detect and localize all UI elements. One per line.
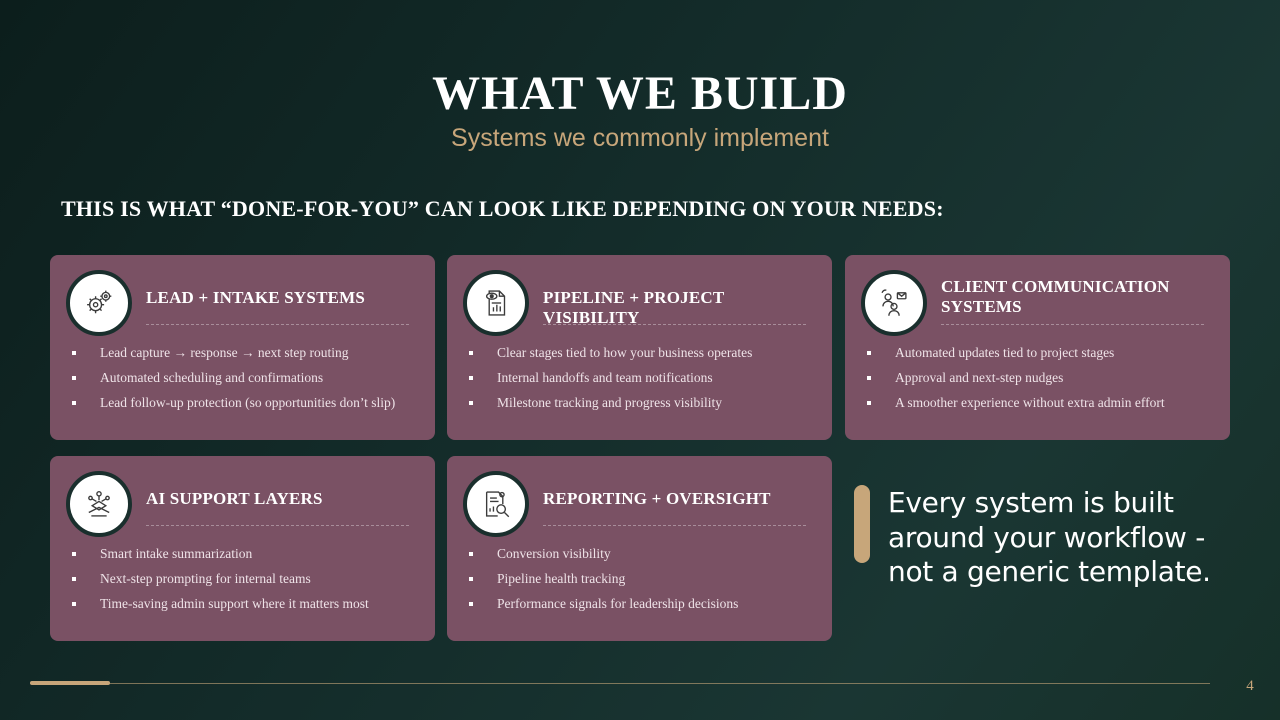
card-divider bbox=[941, 324, 1204, 325]
list-item: Performance signals for leadership decis… bbox=[467, 594, 738, 619]
footer-accent-bar bbox=[30, 681, 110, 685]
card-divider bbox=[146, 324, 409, 325]
list-item: Lead capture → response → next step rout… bbox=[70, 343, 395, 368]
report-eye-icon bbox=[463, 270, 529, 336]
bullet-list: Conversion visibility Pipeline health tr… bbox=[467, 544, 738, 619]
quote-accent-bar bbox=[854, 485, 870, 563]
card-divider bbox=[146, 525, 409, 526]
list-item: Automated scheduling and confirmations bbox=[70, 368, 395, 393]
list-item: Clear stages tied to how your business o… bbox=[467, 343, 752, 368]
card-divider bbox=[543, 324, 806, 325]
slide-title: WHAT WE BUILD bbox=[432, 67, 848, 120]
card-reporting-oversight: REPORTING + OVERSIGHT Conversion visibil… bbox=[447, 456, 832, 641]
list-item: Automated updates tied to project stages bbox=[865, 343, 1165, 368]
card-title: PIPELINE + PROJECT VISIBILITY bbox=[543, 288, 725, 327]
card-ai-support: AI SUPPORT LAYERS Smart intake summariza… bbox=[50, 456, 435, 641]
bullet-list: Smart intake summarization Next-step pro… bbox=[70, 544, 369, 619]
closing-statement: Every system is built around your workfl… bbox=[888, 486, 1211, 588]
card-title: REPORTING + OVERSIGHT bbox=[543, 489, 771, 508]
card-pipeline-project: PIPELINE + PROJECT VISIBILITY Clear stag… bbox=[447, 255, 832, 440]
bullet-list: Lead capture → response → next step rout… bbox=[70, 343, 395, 418]
list-item: Smart intake summarization bbox=[70, 544, 369, 569]
card-divider bbox=[543, 525, 806, 526]
page-number: 4 bbox=[1246, 678, 1254, 694]
list-item: A smoother experience without extra admi… bbox=[865, 393, 1165, 418]
slide-subtitle: Systems we commonly implement bbox=[451, 124, 829, 152]
bullet-list: Clear stages tied to how your business o… bbox=[467, 343, 752, 418]
list-item: Internal handoffs and team notifications bbox=[467, 368, 752, 393]
list-item: Conversion visibility bbox=[467, 544, 738, 569]
card-title: LEAD + INTAKE SYSTEMS bbox=[146, 288, 366, 307]
report-magnifier-icon bbox=[463, 471, 529, 537]
footer-divider bbox=[30, 683, 1210, 684]
card-client-communication: CLIENT COMMUNICATION SYSTEMS Automated u… bbox=[845, 255, 1230, 440]
list-item: Next-step prompting for internal teams bbox=[70, 569, 369, 594]
list-item: Pipeline health tracking bbox=[467, 569, 738, 594]
list-item: Lead follow-up protection (so opportunit… bbox=[70, 393, 395, 418]
card-title: CLIENT COMMUNICATION SYSTEMS bbox=[941, 277, 1170, 316]
bullet-list: Automated updates tied to project stages… bbox=[865, 343, 1165, 418]
people-message-icon bbox=[861, 270, 927, 336]
gears-icon bbox=[66, 270, 132, 336]
list-item: Approval and next-step nudges bbox=[865, 368, 1165, 393]
lead-heading: THIS IS WHAT “DONE-FOR-YOU” CAN LOOK LIK… bbox=[61, 196, 944, 221]
card-lead-intake: LEAD + INTAKE SYSTEMS Lead capture → res… bbox=[50, 255, 435, 440]
list-item: Time-saving admin support where it matte… bbox=[70, 594, 369, 619]
card-title: AI SUPPORT LAYERS bbox=[146, 489, 323, 508]
ai-network-icon bbox=[66, 471, 132, 537]
list-item: Milestone tracking and progress visibili… bbox=[467, 393, 752, 418]
